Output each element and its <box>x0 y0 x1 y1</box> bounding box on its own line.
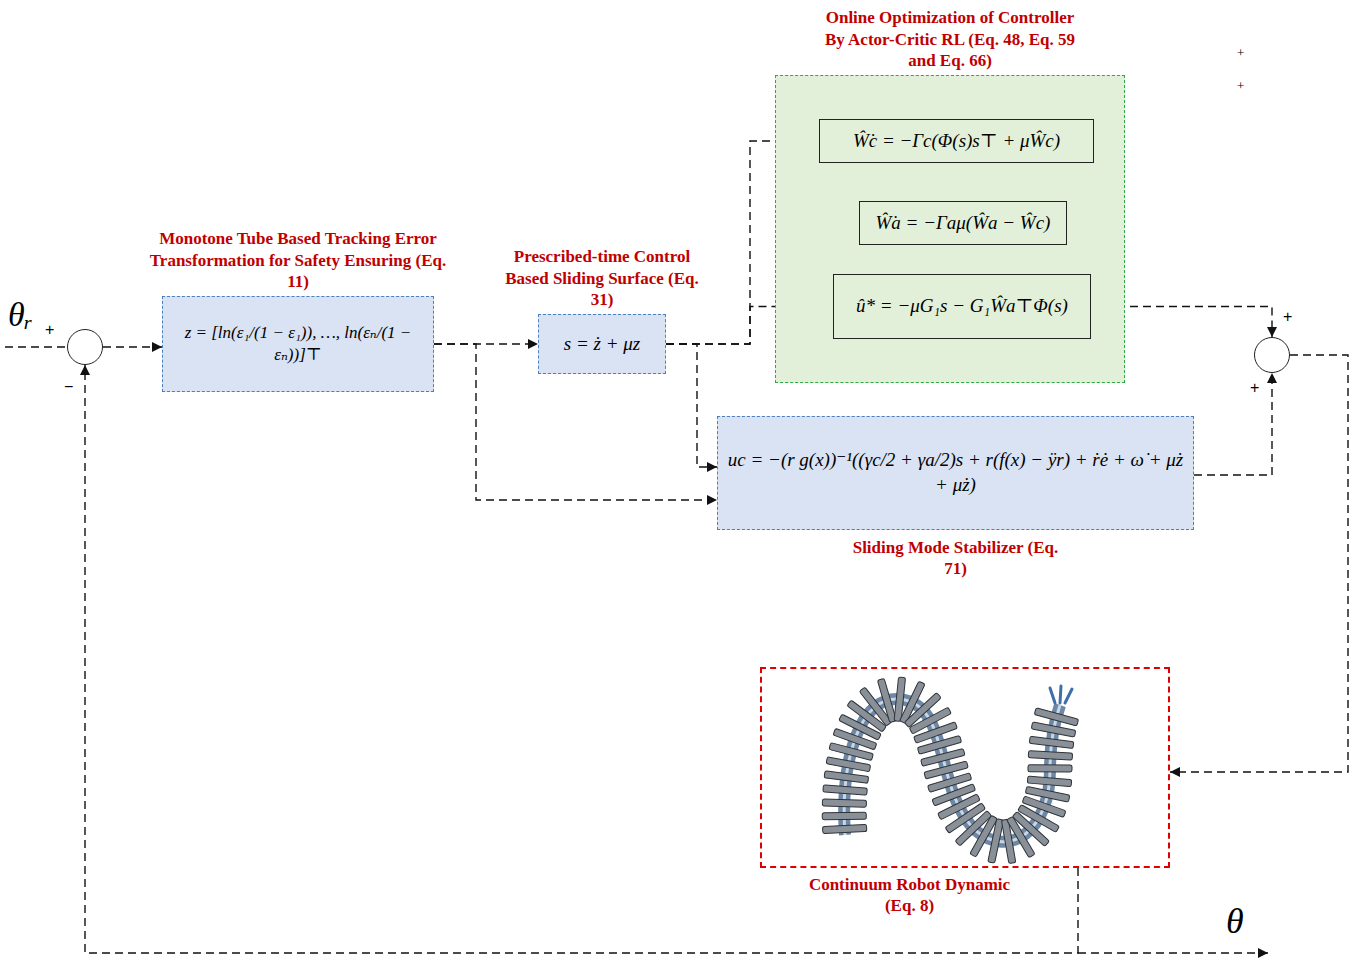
continuum-robot <box>822 677 1078 864</box>
block-heading: Prescribed-time Control Based Sliding Su… <box>495 246 710 310</box>
robot-disks <box>822 677 1078 864</box>
plus-mark: + <box>1237 46 1244 60</box>
robot-disk <box>822 799 866 807</box>
formula-text: uc = −(r g(x))⁻¹((γc/2 + γa/2)s + r(f(x)… <box>718 444 1193 501</box>
formula-text: s = ż + μz <box>556 328 648 361</box>
plus-mark: + <box>1237 79 1244 93</box>
signal-connector <box>1170 355 1348 772</box>
robot-disk <box>824 771 869 783</box>
signal-connector <box>1194 373 1272 475</box>
robot-frame: Continuum Robot Dynamic (Eq. 8) <box>760 667 1170 868</box>
robot-disk <box>1027 776 1071 787</box>
block-caption: Sliding Mode Stabilizer (Eq. 71) <box>846 537 1066 580</box>
robot-disk <box>1028 765 1072 772</box>
formula-text: Ŵ̇c = −Γc(Φ(s)s⊤ + μŴc) <box>845 125 1068 158</box>
block-heading: Online Optimization of Controller By Act… <box>815 7 1085 71</box>
formula-text: Ŵ̇a = −Γaμ(Ŵa − Ŵc) <box>868 207 1059 240</box>
formula-text: û* = −μG₁s − G₁Ŵa⊤Φ(s) <box>848 290 1076 323</box>
sign-label: − <box>64 379 73 395</box>
robot-disk <box>1029 736 1074 748</box>
summing-junction: +− <box>67 329 103 365</box>
actor-update-box: Ŵ̇a = −Γaμ(Ŵa − Ŵc) <box>859 201 1067 245</box>
control-law-box: û* = −μG₁s − G₁Ŵa⊤Φ(s) <box>833 274 1091 339</box>
robot-disk <box>1028 751 1072 761</box>
robot-disk <box>877 678 896 722</box>
robot-disk <box>1025 786 1070 802</box>
robot-disk <box>823 824 867 833</box>
transform-box: Monotone Tube Based Tracking Error Trans… <box>162 296 434 392</box>
signal-connector <box>666 344 717 467</box>
critic-update-box: Ŵ̇c = −Γc(Φ(s)s⊤ + μŴc) <box>819 119 1094 163</box>
input-signal: θᵣ <box>8 296 33 333</box>
formula-text: z = [ln(ε₁/(1 − ε₁)), …, ln(εₙ/(1 − εₙ))… <box>163 318 433 370</box>
robot-disk <box>988 819 1004 864</box>
sliding-surface-box: Prescribed-time Control Based Sliding Su… <box>538 314 666 374</box>
robot-disk <box>822 812 866 819</box>
input-line <box>5 346 66 347</box>
summing-junction: ++ <box>1254 337 1290 373</box>
robot-gripper <box>1050 686 1072 703</box>
signal-connector <box>103 346 162 347</box>
stabilizer-box: uc = −(r g(x))⁻¹((γc/2 + γa/2)s + r(f(x)… <box>717 416 1194 530</box>
sign-label: + <box>45 322 54 338</box>
sign-label: + <box>1250 380 1259 396</box>
block-caption: Continuum Robot Dynamic (Eq. 8) <box>792 874 1027 917</box>
block-heading: Monotone Tube Based Tracking Error Trans… <box>138 228 458 292</box>
rl-optimizer-panel: Online Optimization of Controller By Act… <box>775 75 1125 383</box>
robot-disk <box>823 785 867 795</box>
robot-disk <box>1034 708 1078 726</box>
sign-label: + <box>1283 309 1292 325</box>
output-line <box>1078 952 1268 953</box>
output-signal: θ <box>1226 902 1244 942</box>
